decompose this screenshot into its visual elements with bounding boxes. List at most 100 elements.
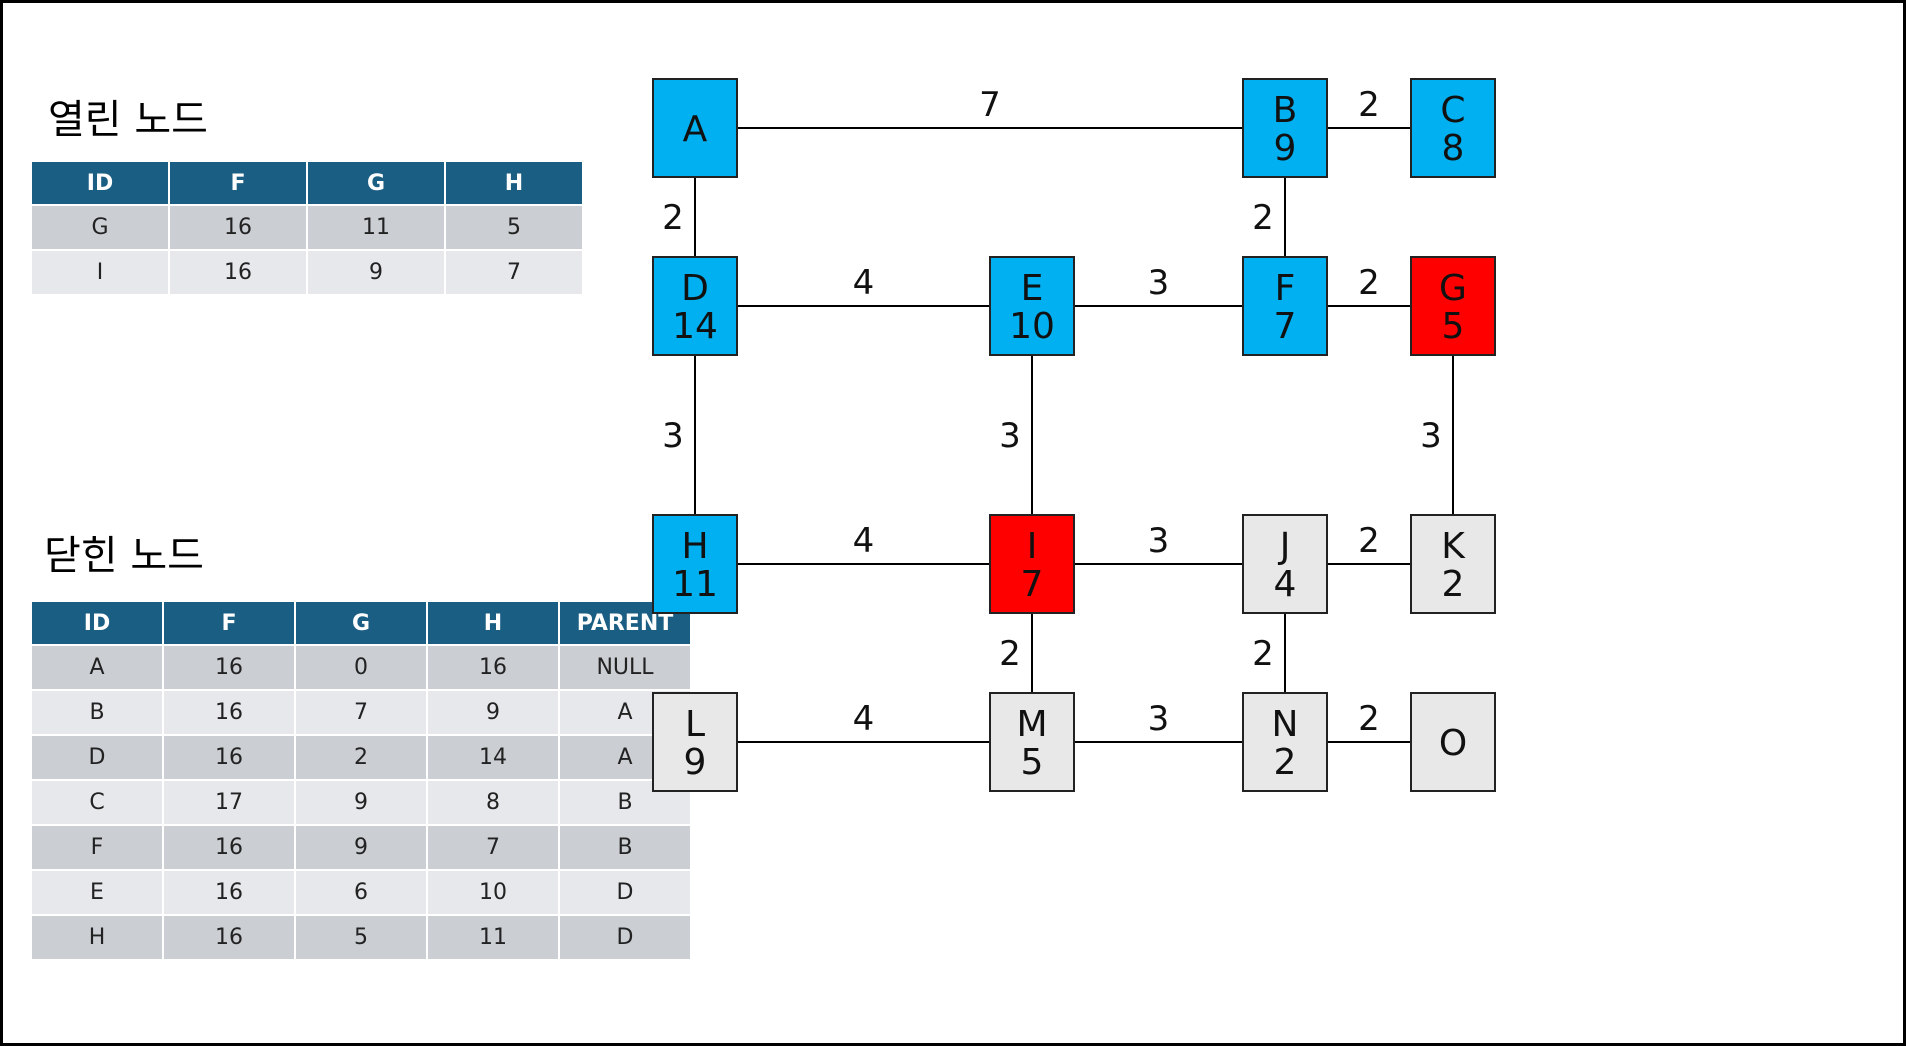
node-b: B9 (1242, 78, 1328, 178)
edge-weight-label: 2 (1358, 521, 1380, 561)
table-cell: 16 (170, 251, 306, 294)
column-header: F (164, 602, 294, 644)
node-o: O (1410, 692, 1496, 792)
node-box (1242, 692, 1328, 792)
node-box (989, 256, 1075, 356)
node-heuristic-label: 14 (672, 306, 718, 347)
node-box (1410, 78, 1496, 178)
table-cell: D (560, 871, 690, 914)
table-cell: 16 (164, 826, 294, 869)
edge-weight-label: 4 (853, 699, 875, 739)
column-header: H (446, 162, 582, 204)
edge-weight-label: 3 (1148, 521, 1170, 561)
table-cell: 16 (164, 916, 294, 959)
edge-weight-label: 3 (1420, 416, 1442, 456)
node-box (989, 514, 1075, 614)
node-id-label: C (1440, 90, 1465, 131)
node-id-label: G (1439, 268, 1467, 309)
node-c: C8 (1410, 78, 1496, 178)
node-h: H11 (652, 514, 738, 614)
node-heuristic-label: 4 (1274, 564, 1297, 605)
table-cell: C (32, 781, 162, 824)
node-box (1410, 256, 1496, 356)
node-box (1410, 692, 1496, 792)
table-cell: 14 (428, 736, 558, 779)
column-header: PARENT (560, 602, 690, 644)
node-l: L9 (652, 692, 738, 792)
table-cell: E (32, 871, 162, 914)
table-cell: B (32, 691, 162, 734)
table-header-row: ID F G H (32, 162, 582, 204)
node-j: J4 (1242, 514, 1328, 614)
table-header-row: ID F G H PARENT (32, 602, 690, 644)
edge-weight-label: 3 (662, 416, 684, 456)
node-heuristic-label: 10 (1009, 306, 1055, 347)
table-cell: 11 (308, 206, 444, 249)
node-id-label: L (685, 704, 705, 745)
table-cell: D (32, 736, 162, 779)
open-list-table: ID F G H G 16 11 5 I 16 9 7 (30, 160, 584, 296)
edge-weight-label: 2 (1252, 198, 1274, 238)
edge-weight-label: 3 (1148, 699, 1170, 739)
node-box (1242, 514, 1328, 614)
table-cell: 8 (428, 781, 558, 824)
table-cell: G (32, 206, 168, 249)
table-cell: 5 (296, 916, 426, 959)
edge-weight-label: 7 (979, 85, 1001, 125)
node-a: A (652, 78, 738, 178)
node-box (1410, 514, 1496, 614)
node-box (652, 78, 738, 178)
node-heuristic-label: 7 (1021, 564, 1044, 605)
table-cell: H (32, 916, 162, 959)
node-e: E10 (989, 256, 1075, 356)
node-id-label: A (683, 109, 708, 150)
table-row: G 16 11 5 (32, 206, 582, 249)
node-box (1242, 78, 1328, 178)
node-box (652, 256, 738, 356)
table-cell: 16 (164, 691, 294, 734)
column-header: ID (32, 162, 168, 204)
table-cell: 17 (164, 781, 294, 824)
edge-weight-label: 2 (1358, 263, 1380, 303)
node-heuristic-label: 7 (1274, 306, 1297, 347)
column-header: ID (32, 602, 162, 644)
node-heuristic-label: 5 (1021, 742, 1044, 783)
table-cell: 9 (428, 691, 558, 734)
edge-weight-label: 2 (1358, 85, 1380, 125)
node-k: K2 (1410, 514, 1496, 614)
edge-weight-label: 2 (1252, 634, 1274, 674)
table-cell: NULL (560, 646, 690, 689)
table-cell: 7 (296, 691, 426, 734)
node-id-label: B (1273, 90, 1298, 131)
node-id-label: F (1275, 268, 1296, 309)
table-cell: A (32, 646, 162, 689)
edge-weight-label: 2 (1358, 699, 1380, 739)
table-cell: 9 (308, 251, 444, 294)
table-cell: B (560, 826, 690, 869)
closed-list-title: 닫힌 노드 (44, 533, 204, 579)
node-i: I7 (989, 514, 1075, 614)
node-d: D14 (652, 256, 738, 356)
edge-weight-label: 4 (853, 521, 875, 561)
node-heuristic-label: 9 (684, 742, 707, 783)
column-header: F (170, 162, 306, 204)
table-cell: 9 (296, 781, 426, 824)
node-box (989, 692, 1075, 792)
edge-weight-label: 2 (662, 198, 684, 238)
node-f: F7 (1242, 256, 1328, 356)
table-cell: 5 (446, 206, 582, 249)
node-id-label: O (1439, 723, 1467, 764)
table-cell: 0 (296, 646, 426, 689)
node-id-label: I (1027, 526, 1038, 567)
table-row: I 16 9 7 (32, 251, 582, 294)
edge-weight-label: 3 (999, 416, 1021, 456)
table-cell: 16 (428, 646, 558, 689)
node-m: M5 (989, 692, 1075, 792)
node-box (1242, 256, 1328, 356)
